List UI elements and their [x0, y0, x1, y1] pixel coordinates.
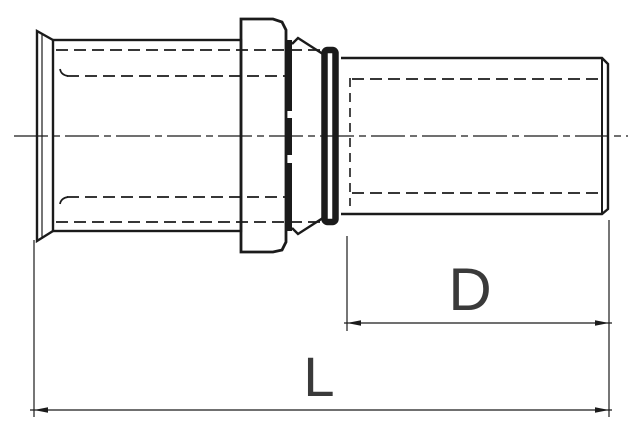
dimension-label-d: D: [448, 256, 491, 323]
cone-top-edge: [291, 36, 327, 58]
dimension-label-l: L: [303, 345, 334, 408]
tick-arc-top: [59, 68, 69, 77]
pipe-outline: [341, 56, 610, 216]
tick-arc-bottom: [59, 196, 69, 205]
collar: [239, 17, 288, 254]
pipe-end: [341, 56, 610, 216]
arrowhead-d-right: [595, 320, 609, 326]
arrowhead-d-left: [347, 320, 361, 326]
arrowhead-l-right: [595, 407, 609, 413]
cone-transition: [286, 36, 327, 236]
sleeve-flare: [35, 28, 54, 244]
arrowhead-l-left: [34, 407, 48, 413]
press-ring: [321, 46, 339, 226]
cone-bottom-edge: [291, 214, 327, 236]
dimension-l: L: [30, 240, 612, 417]
collar-outline: [239, 17, 288, 254]
press-sleeve: [35, 28, 322, 244]
edge-segment-bottom: [286, 163, 292, 231]
edge-segment-top: [286, 40, 292, 111]
dimension-d: D: [344, 236, 612, 331]
edge-segment-middle: [286, 118, 292, 155]
